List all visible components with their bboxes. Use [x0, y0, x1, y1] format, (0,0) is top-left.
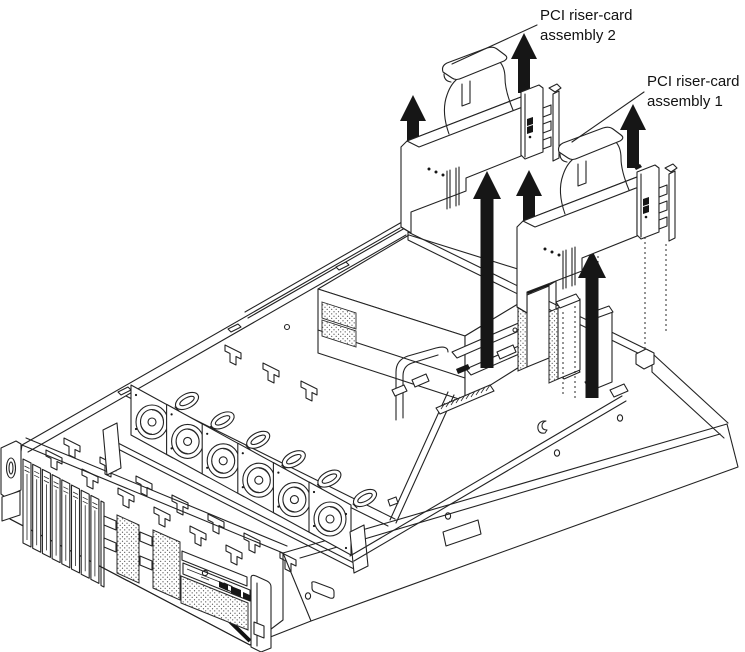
leader-line-assembly-2 — [451, 24, 538, 65]
bay-divider — [100, 500, 105, 588]
optical-bay-slot — [181, 550, 248, 587]
callout-assembly-1: PCI riser-card assembly 1 — [647, 73, 744, 110]
drive-bay-array — [22, 458, 105, 588]
drive-bay — [22, 458, 32, 548]
leader-line-assembly-1 — [571, 91, 645, 143]
filler-grip-slot — [139, 531, 153, 547]
rear-corner-latch — [635, 348, 655, 370]
up-arrow-icon — [511, 33, 537, 93]
drive-bay — [61, 479, 71, 569]
drive-bay — [90, 494, 100, 584]
filler-panels — [103, 514, 181, 601]
drive-bay — [51, 474, 61, 564]
server-chassis — [0, 221, 739, 652]
drive-bay — [41, 468, 51, 558]
up-arrow-icon — [400, 95, 426, 153]
up-arrow-icon — [473, 171, 501, 368]
right-rack-handle — [250, 574, 272, 652]
up-arrow-icon — [620, 104, 646, 168]
cable-clip — [537, 420, 548, 434]
video-port — [243, 592, 252, 602]
callouts: PCI riser-card assembly 2 PCI riser-card… — [451, 7, 744, 143]
drive-bay — [70, 484, 81, 574]
up-arrow-icon — [578, 250, 606, 398]
left-top-rail — [21, 221, 407, 453]
chassis-side-panel — [282, 414, 739, 622]
left-rack-handle — [0, 440, 22, 522]
drive-bay — [32, 463, 42, 553]
usb-port — [219, 581, 228, 591]
power-supply-cage — [317, 234, 557, 402]
connector-comb — [435, 384, 495, 415]
usb-port — [231, 586, 241, 597]
filler-grip-slot — [103, 515, 117, 531]
media-and-operator-panel — [180, 550, 252, 631]
filler-grip-slot — [103, 537, 117, 553]
filler-grip-slot — [139, 555, 153, 571]
retention-bracket — [395, 346, 449, 421]
callout-assembly-2: PCI riser-card assembly 2 — [540, 7, 637, 44]
drive-bay — [80, 489, 90, 579]
removal-arrows — [400, 33, 646, 398]
up-arrow-icon — [516, 170, 542, 232]
